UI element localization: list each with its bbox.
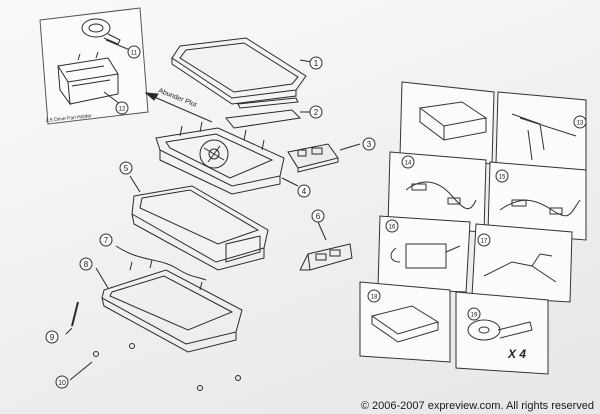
callout-18: 18 [371,295,378,301]
drive-holder-part [57,51,119,106]
callout-19: 19 [471,313,478,319]
part-base-shell [129,175,269,271]
screw-quantity: X 4 [507,347,526,361]
part-bottom-tray [95,259,243,353]
callout-4: 4 [302,187,307,196]
part-feet [69,343,241,391]
strip-a [237,97,299,109]
callout-1: 1 [314,59,319,68]
part-cable [115,245,207,281]
callout-17: 17 [481,239,488,245]
callout-13: 13 [577,121,584,127]
callout-2: 2 [314,108,319,117]
part-top-cover [171,37,313,105]
callout-12: 12 [119,107,126,113]
callout-11: 11 [131,51,138,57]
inset-caption: 2.5 Drive Fan Holder [46,113,93,124]
callout-8: 8 [84,260,89,269]
callout-circles [45,45,587,389]
part-fan-frame [155,121,299,195]
accessory-grid [359,81,587,375]
callout-6: 6 [316,212,321,221]
arrow-caption: Abunder Plot [157,87,197,109]
copyright-credit: © 2006-2007 expreview.com. All rights re… [360,400,594,412]
part-circuit-board [287,143,361,173]
strip-b [225,109,302,129]
callout-16: 16 [389,225,396,231]
callout-5: 5 [124,164,129,173]
callout-15: 15 [499,175,506,181]
fan-ring-part [81,18,121,45]
part-connector-panel [299,221,353,271]
callout-10: 10 [58,380,66,387]
part-screw [65,301,79,335]
callout-14: 14 [405,161,412,167]
assembly-arrow [144,92,213,123]
callout-3: 3 [367,140,372,149]
inset-box [39,7,149,125]
callout-9: 9 [50,333,55,342]
callout-7: 7 [104,236,109,245]
